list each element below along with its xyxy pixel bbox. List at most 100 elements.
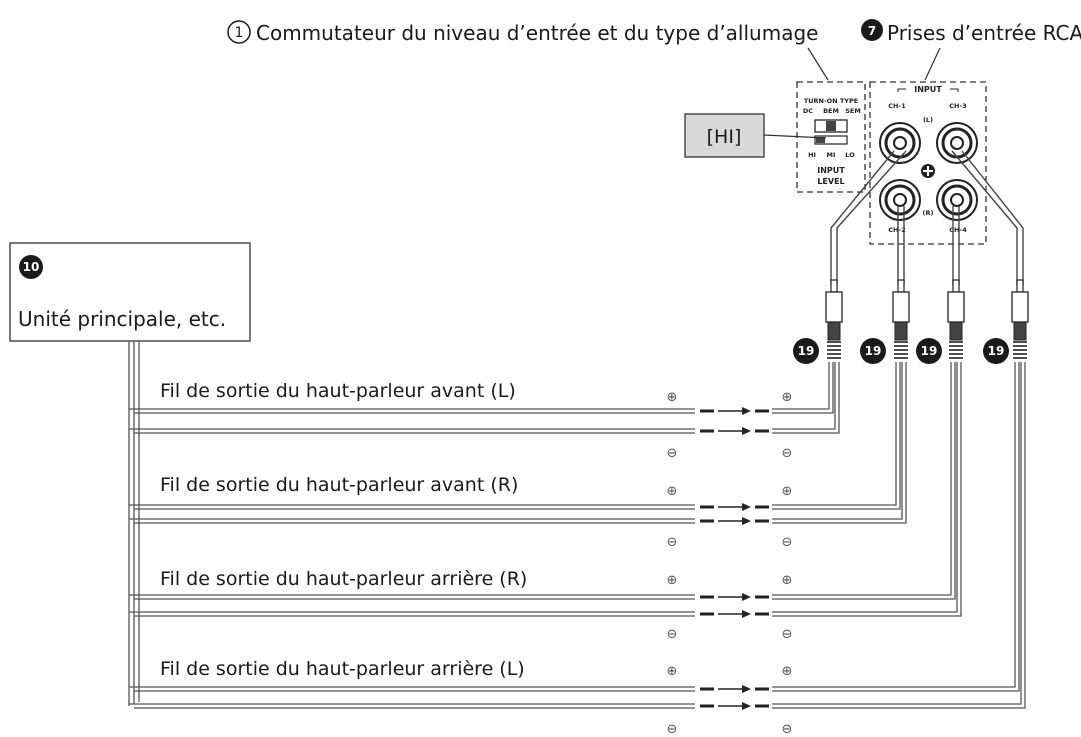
svg-text:19: 19	[865, 344, 882, 358]
plug-badge-1: 19	[793, 338, 819, 364]
svg-text:19: 19	[921, 344, 938, 358]
minus-icon: ⊖	[782, 722, 793, 737]
ch3-label: CH-3	[949, 102, 966, 110]
head-unit-number-icon	[19, 255, 43, 279]
level-slide-switch	[814, 135, 848, 145]
switch-leader-line	[807, 47, 829, 81]
minus-icon: ⊖	[667, 722, 678, 737]
rca-input-label: INPUT	[914, 85, 942, 94]
cable-ch3-inner	[961, 150, 1024, 285]
minus-icon: ⊖	[667, 627, 678, 642]
circled-number-icon	[227, 20, 251, 44]
rca-cables	[830, 150, 1024, 285]
switch-panel: TURN-ON TYPE DC BEM SEM HI MI LO INPUT L…	[796, 81, 866, 193]
minus-icon: ⊖	[782, 627, 793, 642]
switch-callout-label: Commutateur du niveau d’entrée et du typ…	[256, 21, 818, 45]
arrow-right-icon	[742, 407, 751, 415]
speaker-wire-pair-4	[129, 362, 1026, 710]
level-hi-label: HI	[808, 151, 816, 159]
minus-icon: ⊖	[667, 446, 678, 461]
plus-icon: ⊕	[782, 390, 793, 405]
ch4-label: CH-4	[949, 226, 967, 234]
cable-ch1-inner	[836, 150, 907, 285]
arrow-right-icon	[742, 427, 751, 435]
rca-plug-3	[947, 279, 965, 359]
ground-plus-icon	[921, 164, 935, 178]
minus-icon: ⊖	[782, 446, 793, 461]
filled-number-icon	[861, 19, 883, 41]
wire-label-rear-right: Fil de sortie du haut-parleur arrière (R…	[160, 568, 792, 642]
rca-panel-border	[869, 81, 987, 245]
rca-plugs	[825, 279, 1029, 359]
cable-ch3-outer	[951, 150, 1018, 285]
plus-icon: ⊕	[782, 664, 793, 679]
wire-label-0: Fil de sortie du haut-parleur avant (L)	[160, 380, 516, 402]
plus-icon: ⊕	[667, 390, 678, 405]
plug-badge-2: 19	[860, 338, 886, 364]
head-unit-label: Unité principale, etc.	[18, 307, 226, 331]
head-unit-number: 10	[23, 260, 40, 274]
plus-icon: ⊕	[667, 573, 678, 588]
type-bem-label: BEM	[823, 107, 839, 115]
rca-leader-line	[924, 47, 941, 81]
wire-label-front-right: Fil de sortie du haut-parleur avant (R) …	[160, 474, 792, 550]
arrow-right-icon	[742, 702, 751, 710]
plug-badge-3: 19	[916, 338, 942, 364]
level-slider-knob	[816, 137, 825, 143]
wire-label-rear-left: Fil de sortie du haut-parleur arrière (L…	[160, 658, 792, 737]
callout-rca: 7 Prises d’entrée RCA	[861, 19, 1081, 45]
callout-switch: 1 Commutateur du niveau d’entrée et du t…	[227, 20, 818, 45]
level-mi-label: MI	[827, 151, 836, 159]
minus-icon: ⊖	[667, 535, 678, 550]
plus-icon: ⊕	[782, 484, 793, 499]
right-channel-label: (R)	[923, 209, 934, 217]
type-dc-label: DC	[803, 107, 813, 115]
speaker-wire-pair-3	[129, 362, 962, 618]
head-unit-frame	[9, 242, 251, 342]
hi-box-label: [HI]	[707, 126, 742, 148]
rca-plug-1	[825, 279, 843, 359]
ch1-label: CH-1	[888, 102, 906, 110]
cable-ch1-outer	[830, 150, 895, 285]
input-bracket	[897, 88, 959, 92]
speaker-wire-pair-1	[129, 362, 840, 435]
level-lo-label: LO	[845, 151, 855, 159]
turn-on-type-label: TURN-ON TYPE	[804, 97, 858, 105]
minus-icon: ⊖	[782, 535, 793, 550]
svg-text:19: 19	[988, 344, 1005, 358]
rca-callout-label: Prises d’entrée RCA	[887, 21, 1081, 45]
type-slider-knob	[826, 121, 836, 131]
rca-jack-ch4	[936, 179, 978, 221]
arrow-right-icon	[742, 685, 751, 693]
wire-label-1: Fil de sortie du haut-parleur avant (R)	[160, 474, 518, 496]
plug-badges: 19 19 19 19	[793, 338, 1009, 364]
speaker-wires	[128, 341, 1026, 710]
hi-box-frame	[684, 113, 765, 158]
arrow-right-icon	[742, 503, 751, 511]
arrow-right-icon	[742, 593, 751, 601]
hi-setting-box: [HI]	[684, 113, 827, 158]
hi-pointer-line	[763, 134, 827, 139]
rca-panel: INPUT CH-1 CH-3 (L) (R) CH-2 CH-4	[869, 81, 987, 245]
rca-plug-2	[892, 279, 910, 359]
plug-badge-4: 19	[983, 338, 1009, 364]
head-unit-box: 10 Unité principale, etc.	[9, 242, 251, 342]
svg-text:19: 19	[798, 344, 815, 358]
ch2-label: CH-2	[888, 226, 905, 234]
left-channel-label: (L)	[923, 116, 933, 124]
arrow-right-icon	[742, 517, 751, 525]
wire-label-3: Fil de sortie du haut-parleur arrière (L…	[160, 658, 525, 680]
rca-plug-4	[1011, 279, 1029, 359]
level-label: LEVEL	[817, 177, 844, 186]
switch-callout-number: 1	[235, 25, 244, 41]
speaker-wire-pair-2	[129, 362, 907, 525]
wire-label-front-left: Fil de sortie du haut-parleur avant (L) …	[160, 380, 792, 461]
plus-icon: ⊕	[667, 664, 678, 679]
rca-jack-ch2	[879, 179, 921, 221]
plus-icon: ⊕	[667, 484, 678, 499]
wire-label-2: Fil de sortie du haut-parleur arrière (R…	[160, 568, 527, 590]
arrow-right-icon	[742, 610, 751, 618]
type-sem-label: SEM	[845, 107, 861, 115]
